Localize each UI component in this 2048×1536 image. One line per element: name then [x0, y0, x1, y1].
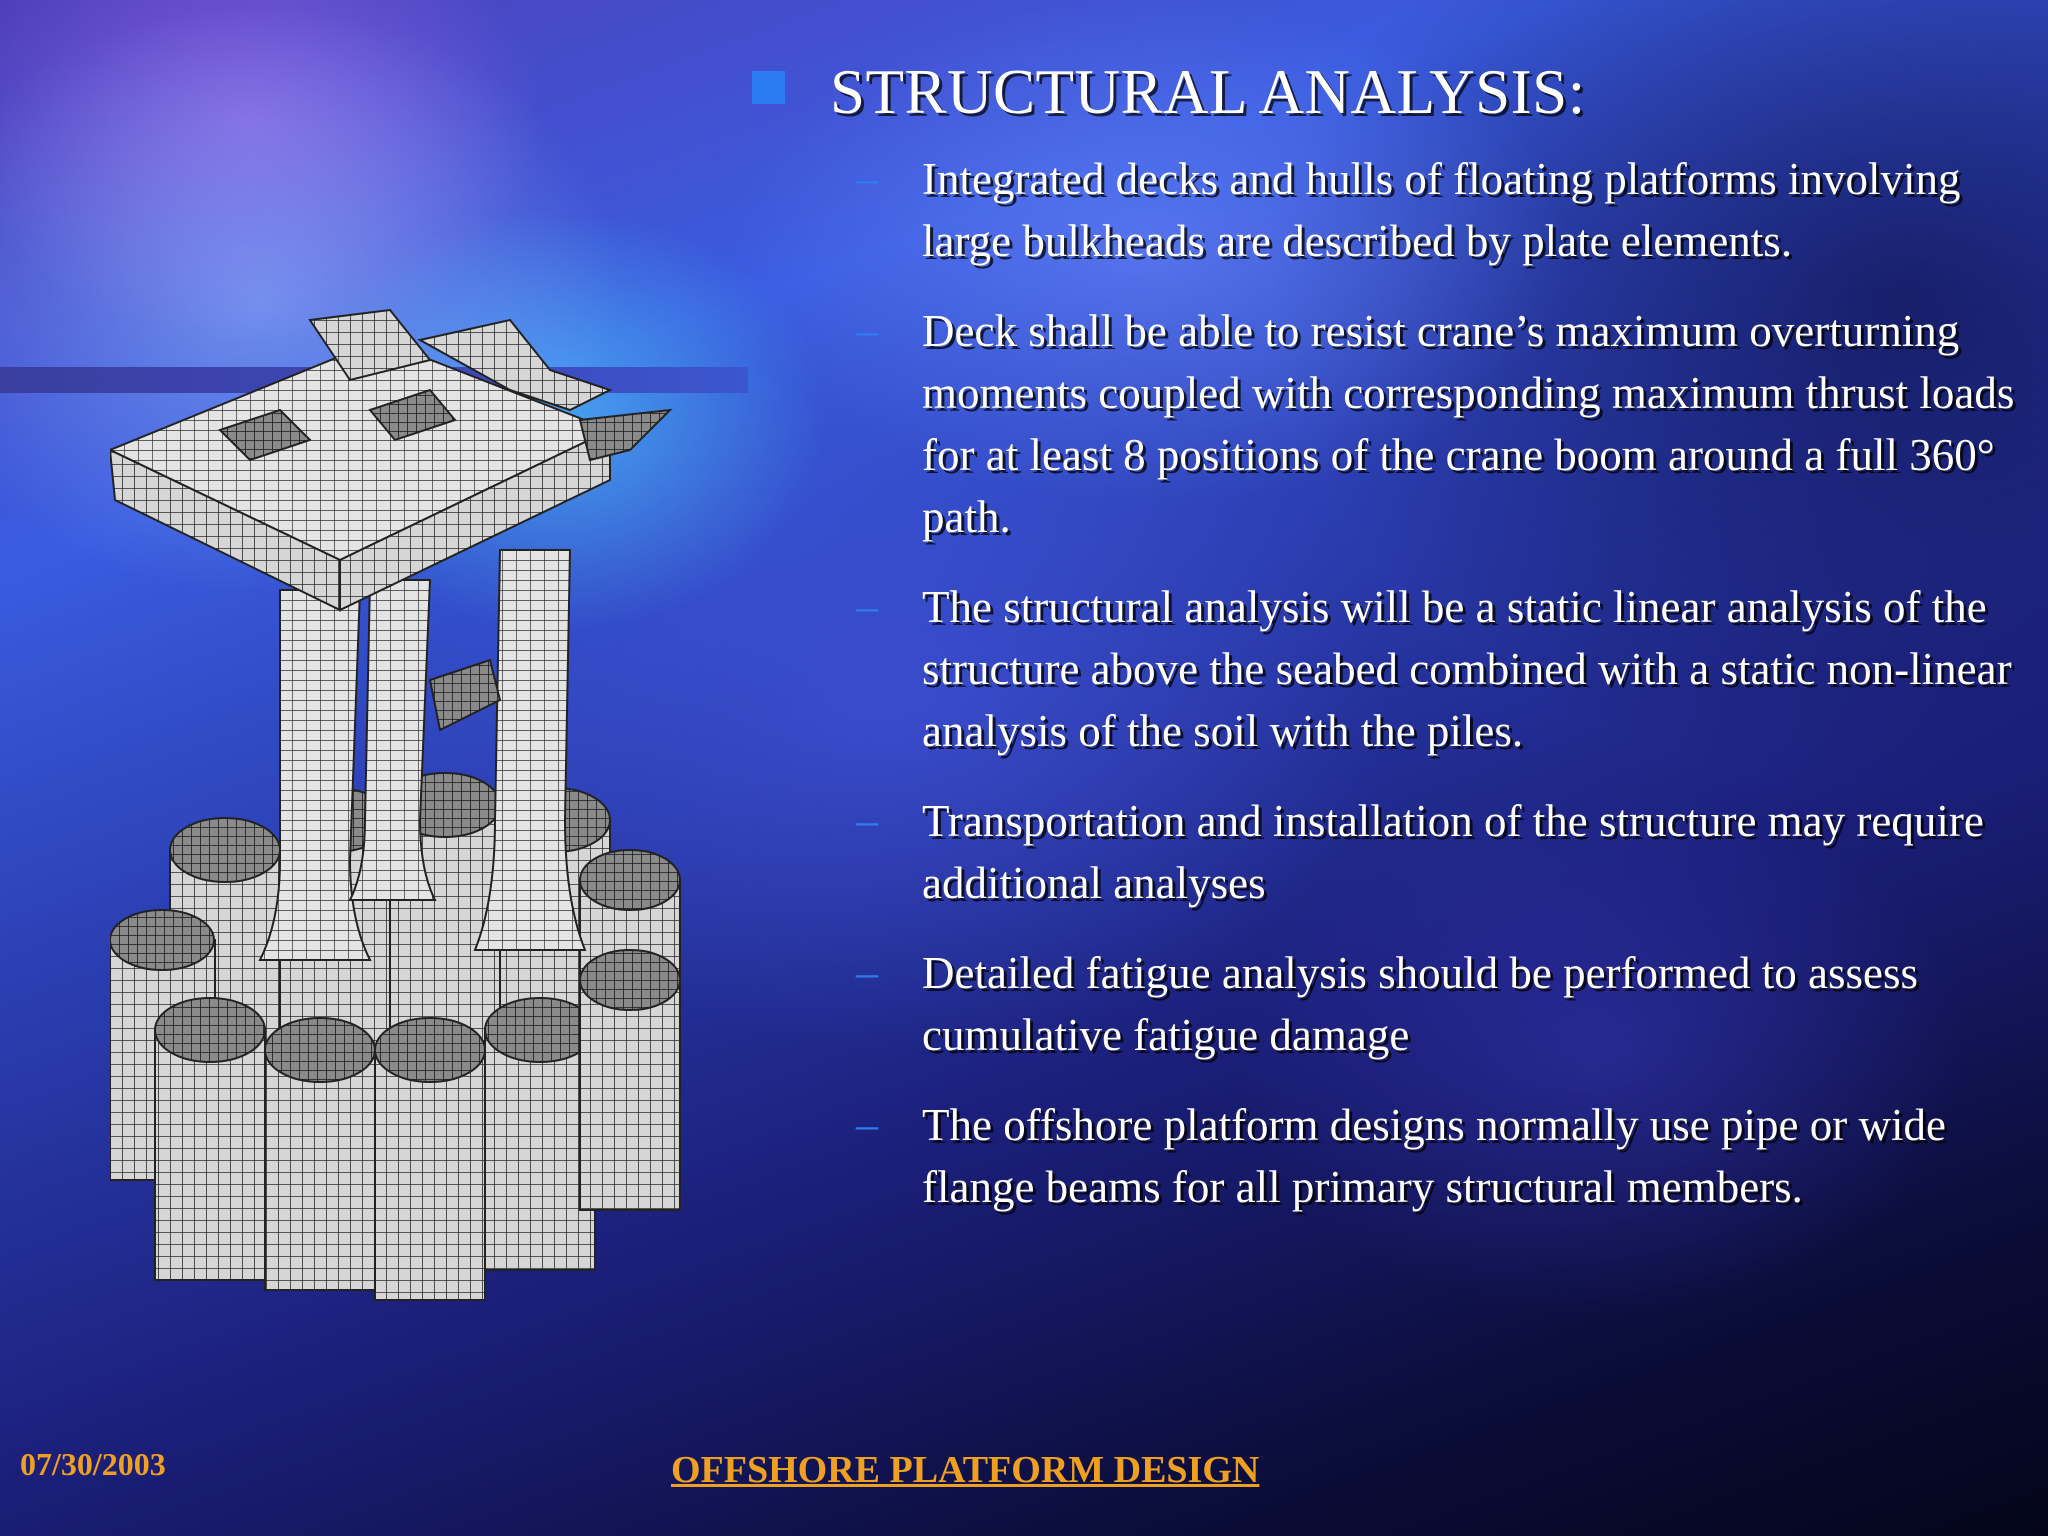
dash-bullet-icon: – — [856, 582, 878, 631]
bullet-item: – Deck shall be able to resist crane’s m… — [856, 300, 2036, 548]
bullet-text: Deck shall be able to resist crane’s max… — [922, 306, 2015, 542]
bullet-item: – Detailed fatigue analysis should be pe… — [856, 942, 2036, 1066]
dash-bullet-icon: – — [856, 948, 878, 997]
square-bullet-icon — [752, 70, 785, 104]
bullet-text: The offshore platform designs normally u… — [922, 1100, 1946, 1212]
bullet-text: Detailed fatigue analysis should be perf… — [922, 948, 1918, 1060]
footer-title-link[interactable]: OFFSHORE PLATFORM DESIGN — [671, 1449, 1260, 1491]
bullet-item: – The offshore platform designs normally… — [856, 1094, 2036, 1218]
bullet-item: – The structural analysis will be a stat… — [856, 576, 2036, 762]
dash-bullet-icon: – — [856, 306, 878, 355]
dash-bullet-icon: – — [856, 154, 878, 203]
footer-date: 07/30/2003 — [20, 1446, 166, 1482]
dash-bullet-icon: – — [856, 1100, 878, 1149]
dash-bullet-icon: – — [856, 796, 878, 845]
bullet-item: – Transportation and installation of the… — [856, 790, 2036, 914]
bullet-item: – Integrated decks and hulls of floating… — [856, 148, 2036, 272]
bullet-text: Integrated decks and hulls of floating p… — [922, 154, 1961, 266]
bullet-text: The structural analysis will be a static… — [922, 582, 2012, 756]
bullet-text: Transportation and installation of the s… — [922, 796, 1984, 908]
slide-title: STRUCTURAL ANALYSIS: — [830, 56, 1586, 127]
slide-title-row: STRUCTURAL ANALYSIS: — [752, 52, 1586, 132]
platform-mesh-figure — [110, 308, 681, 1301]
bullet-list: – Integrated decks and hulls of floating… — [856, 148, 2036, 1246]
